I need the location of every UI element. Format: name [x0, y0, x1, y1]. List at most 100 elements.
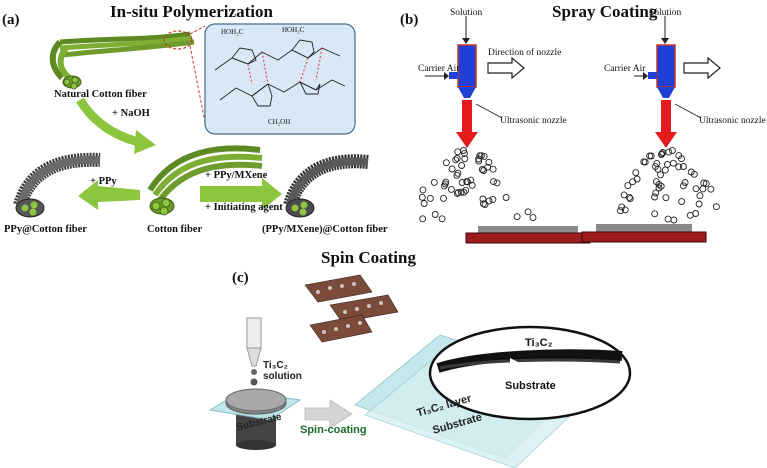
- spray-droplet: [652, 178, 660, 186]
- panel-a-label: (a): [2, 12, 20, 28]
- spray-droplet: [442, 159, 450, 167]
- zoom-inset: [428, 325, 632, 421]
- molecule-label-2: HOH₂C: [282, 26, 305, 34]
- spray-droplet: [678, 155, 685, 163]
- spray-droplet: [489, 195, 497, 203]
- spray-droplet: [431, 211, 439, 218]
- spray-droplet: [467, 176, 475, 184]
- molecule-label-3: CH₂OH: [268, 118, 291, 126]
- spray-droplet: [458, 179, 466, 186]
- ppy-label: + PPy: [90, 176, 117, 187]
- spray-droplet: [616, 207, 624, 215]
- spray-droplet: [426, 194, 434, 202]
- spray-droplet: [489, 165, 497, 173]
- spray-droplet: [658, 150, 666, 158]
- ppy-fiber-caption: PPy@Cotton fiber: [4, 224, 87, 235]
- ultrasonic-nozzle-label-right: Ultrasonic nozzle: [699, 116, 766, 126]
- spray-droplet: [447, 185, 455, 193]
- spray-droplet: [653, 159, 661, 167]
- zoom-substrate-label: Substrate: [505, 380, 556, 392]
- spray-droplet: [696, 192, 704, 200]
- panel-c-label: (c): [232, 270, 249, 286]
- spray-droplet: [430, 178, 438, 186]
- spray-droplet: [679, 163, 687, 170]
- spray-droplet: [695, 200, 703, 208]
- spray-droplet: [453, 154, 461, 162]
- spray-droplet: [692, 210, 700, 217]
- spray-droplet: [480, 152, 488, 160]
- spray-droplet: [479, 195, 487, 203]
- spray-droplet: [625, 193, 633, 201]
- spray-droplet: [657, 151, 665, 159]
- spray-droplet: [668, 147, 676, 155]
- carrier-air-label-right: Carrier Air: [604, 64, 646, 74]
- spray-droplet: [651, 193, 659, 201]
- spray-droplet: [419, 215, 427, 223]
- spray-droplet: [418, 193, 426, 201]
- spray-droplet: [502, 194, 510, 201]
- spray-droplet: [454, 169, 462, 177]
- spray-droplet: [632, 169, 640, 177]
- spray-droplet: [529, 214, 537, 222]
- spray-droplet: [454, 148, 462, 156]
- panel-b-title: Spray Coating: [552, 2, 658, 21]
- ppy-coated-fiber-illustration: [13, 152, 101, 218]
- spray-droplet: [475, 157, 483, 165]
- carrier-air-label-left: Carrier Air: [418, 64, 460, 74]
- spray-droplet: [624, 182, 632, 190]
- solution-label-right: Solution: [649, 8, 682, 18]
- spin-coating-process-label: Spin-coating: [300, 424, 367, 436]
- initiator-label: + Initiating agent: [205, 202, 283, 213]
- spray-droplet: [438, 215, 446, 223]
- spray-droplet: [485, 197, 493, 205]
- spray-droplet: [702, 180, 710, 188]
- spray-droplet: [452, 156, 460, 164]
- panel-a-title: In-situ Polymerization: [110, 2, 273, 21]
- spray-droplet: [687, 168, 695, 176]
- composite-coated-fiber-illustration: [283, 154, 369, 218]
- mxene-flakes: [304, 274, 399, 343]
- spray-droplet: [626, 195, 634, 203]
- spray-droplet: [440, 194, 447, 202]
- spray-droplet: [669, 159, 677, 167]
- spray-droplet: [462, 186, 470, 194]
- spray-droplet: [659, 149, 667, 156]
- spray-droplet: [461, 155, 469, 163]
- spin-solution-label: Ti₃C₂ solution: [263, 360, 302, 382]
- spray-droplet: [468, 181, 476, 189]
- spray-droplet: [707, 185, 715, 193]
- panel-b-label: (b): [400, 12, 419, 28]
- spray-droplet: [478, 166, 486, 173]
- spray-droplet: [679, 182, 687, 190]
- composite-fiber-caption: (PPy/MXene)@Cotton fiber: [262, 224, 388, 235]
- spray-droplet: [457, 188, 465, 196]
- spray-droplet: [493, 179, 501, 187]
- natural-fiber-caption: Natural Cotton fiber: [54, 89, 147, 100]
- natural-cotton-fiber-illustration: [49, 31, 195, 90]
- spray-droplet: [460, 149, 468, 157]
- cotton-fiber-illustration: [147, 145, 263, 216]
- spray-droplet: [441, 180, 449, 188]
- spray-droplet: [647, 152, 655, 160]
- spray-droplet: [448, 165, 456, 173]
- spray-droplet: [681, 179, 689, 186]
- spray-droplet: [678, 198, 686, 206]
- spray-droplet: [621, 206, 629, 214]
- spray-droplet: [692, 185, 700, 193]
- spray-droplet: [419, 186, 427, 194]
- spray-droplet: [657, 182, 665, 190]
- spray-droplet: [655, 184, 663, 192]
- spray-droplet: [490, 178, 497, 186]
- spray-droplet: [675, 163, 683, 171]
- panel-c-title: Spin Coating: [321, 248, 416, 267]
- spray-droplet: [453, 189, 461, 197]
- spray-droplet: [712, 203, 720, 211]
- spray-droplet: [485, 158, 493, 166]
- cotton-fiber-caption: Cotton fiber: [147, 224, 203, 235]
- spray-droplet: [657, 171, 664, 179]
- zoom-material-label: Ti₃C₂: [525, 337, 553, 349]
- spray-droplet: [640, 158, 648, 166]
- spray-droplet: [662, 194, 670, 202]
